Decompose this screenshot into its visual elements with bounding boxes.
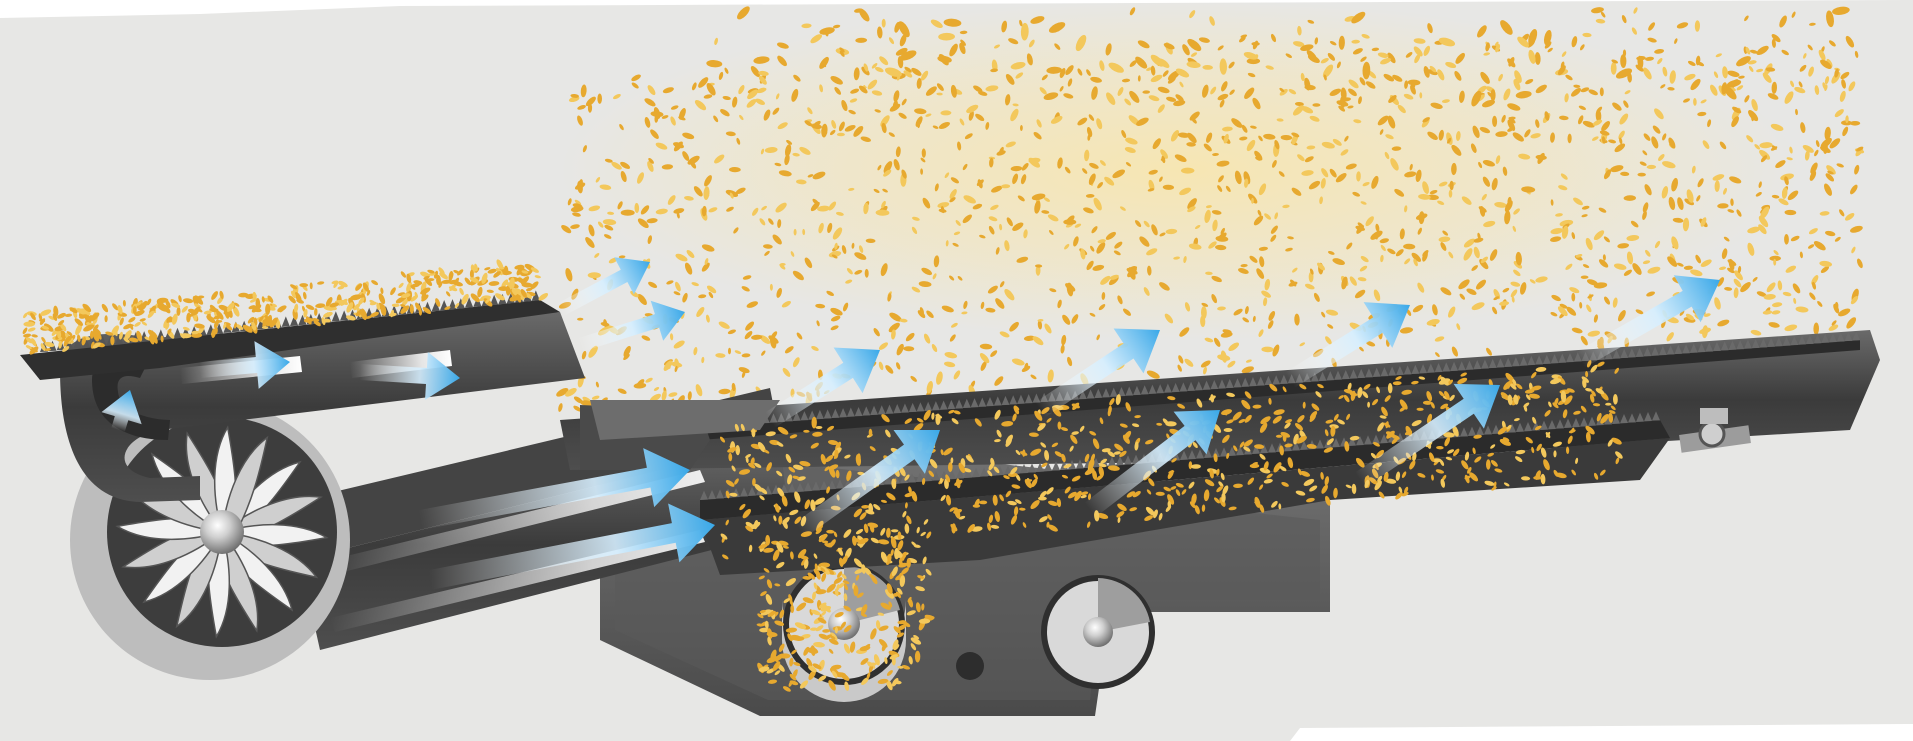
adjuster-bracket — [1700, 408, 1728, 424]
grain-kernel — [1063, 219, 1076, 225]
adjuster-knob — [1700, 422, 1724, 446]
grain-kernel — [1605, 403, 1611, 406]
grain-kernel — [1312, 103, 1320, 107]
grain-kernel — [1490, 89, 1495, 101]
grain-kernel — [1637, 173, 1645, 177]
grain-kernel — [907, 558, 911, 568]
grain-kernel — [837, 133, 845, 137]
grain-kernel — [110, 336, 114, 345]
grain-kernel — [588, 272, 601, 278]
grain-kernel — [1611, 62, 1617, 75]
grain-kernel — [1251, 42, 1259, 46]
tailings-auger — [1044, 578, 1152, 686]
fan-hub — [200, 510, 244, 554]
grain-kernel — [621, 210, 635, 216]
grain-kernel — [940, 478, 943, 484]
grain-kernel — [1276, 435, 1282, 438]
grain-kernel — [1181, 168, 1194, 174]
grain-kernel — [1038, 497, 1047, 501]
grain-kernel — [794, 229, 797, 236]
grain-kernel — [1486, 459, 1491, 469]
grain-kernel — [1224, 428, 1233, 432]
grain-kernel — [133, 306, 137, 315]
grain-kernel — [882, 19, 886, 28]
grain-kernel — [973, 504, 980, 507]
grain-kernel — [597, 93, 602, 103]
grain-kernel — [1450, 181, 1454, 190]
auger-shaft — [1083, 617, 1113, 647]
grain-kernel — [1623, 50, 1626, 57]
grain-kernel — [891, 529, 898, 532]
grain-kernel — [915, 651, 920, 663]
grain-kernel — [262, 326, 268, 329]
drain-hole — [956, 652, 984, 680]
